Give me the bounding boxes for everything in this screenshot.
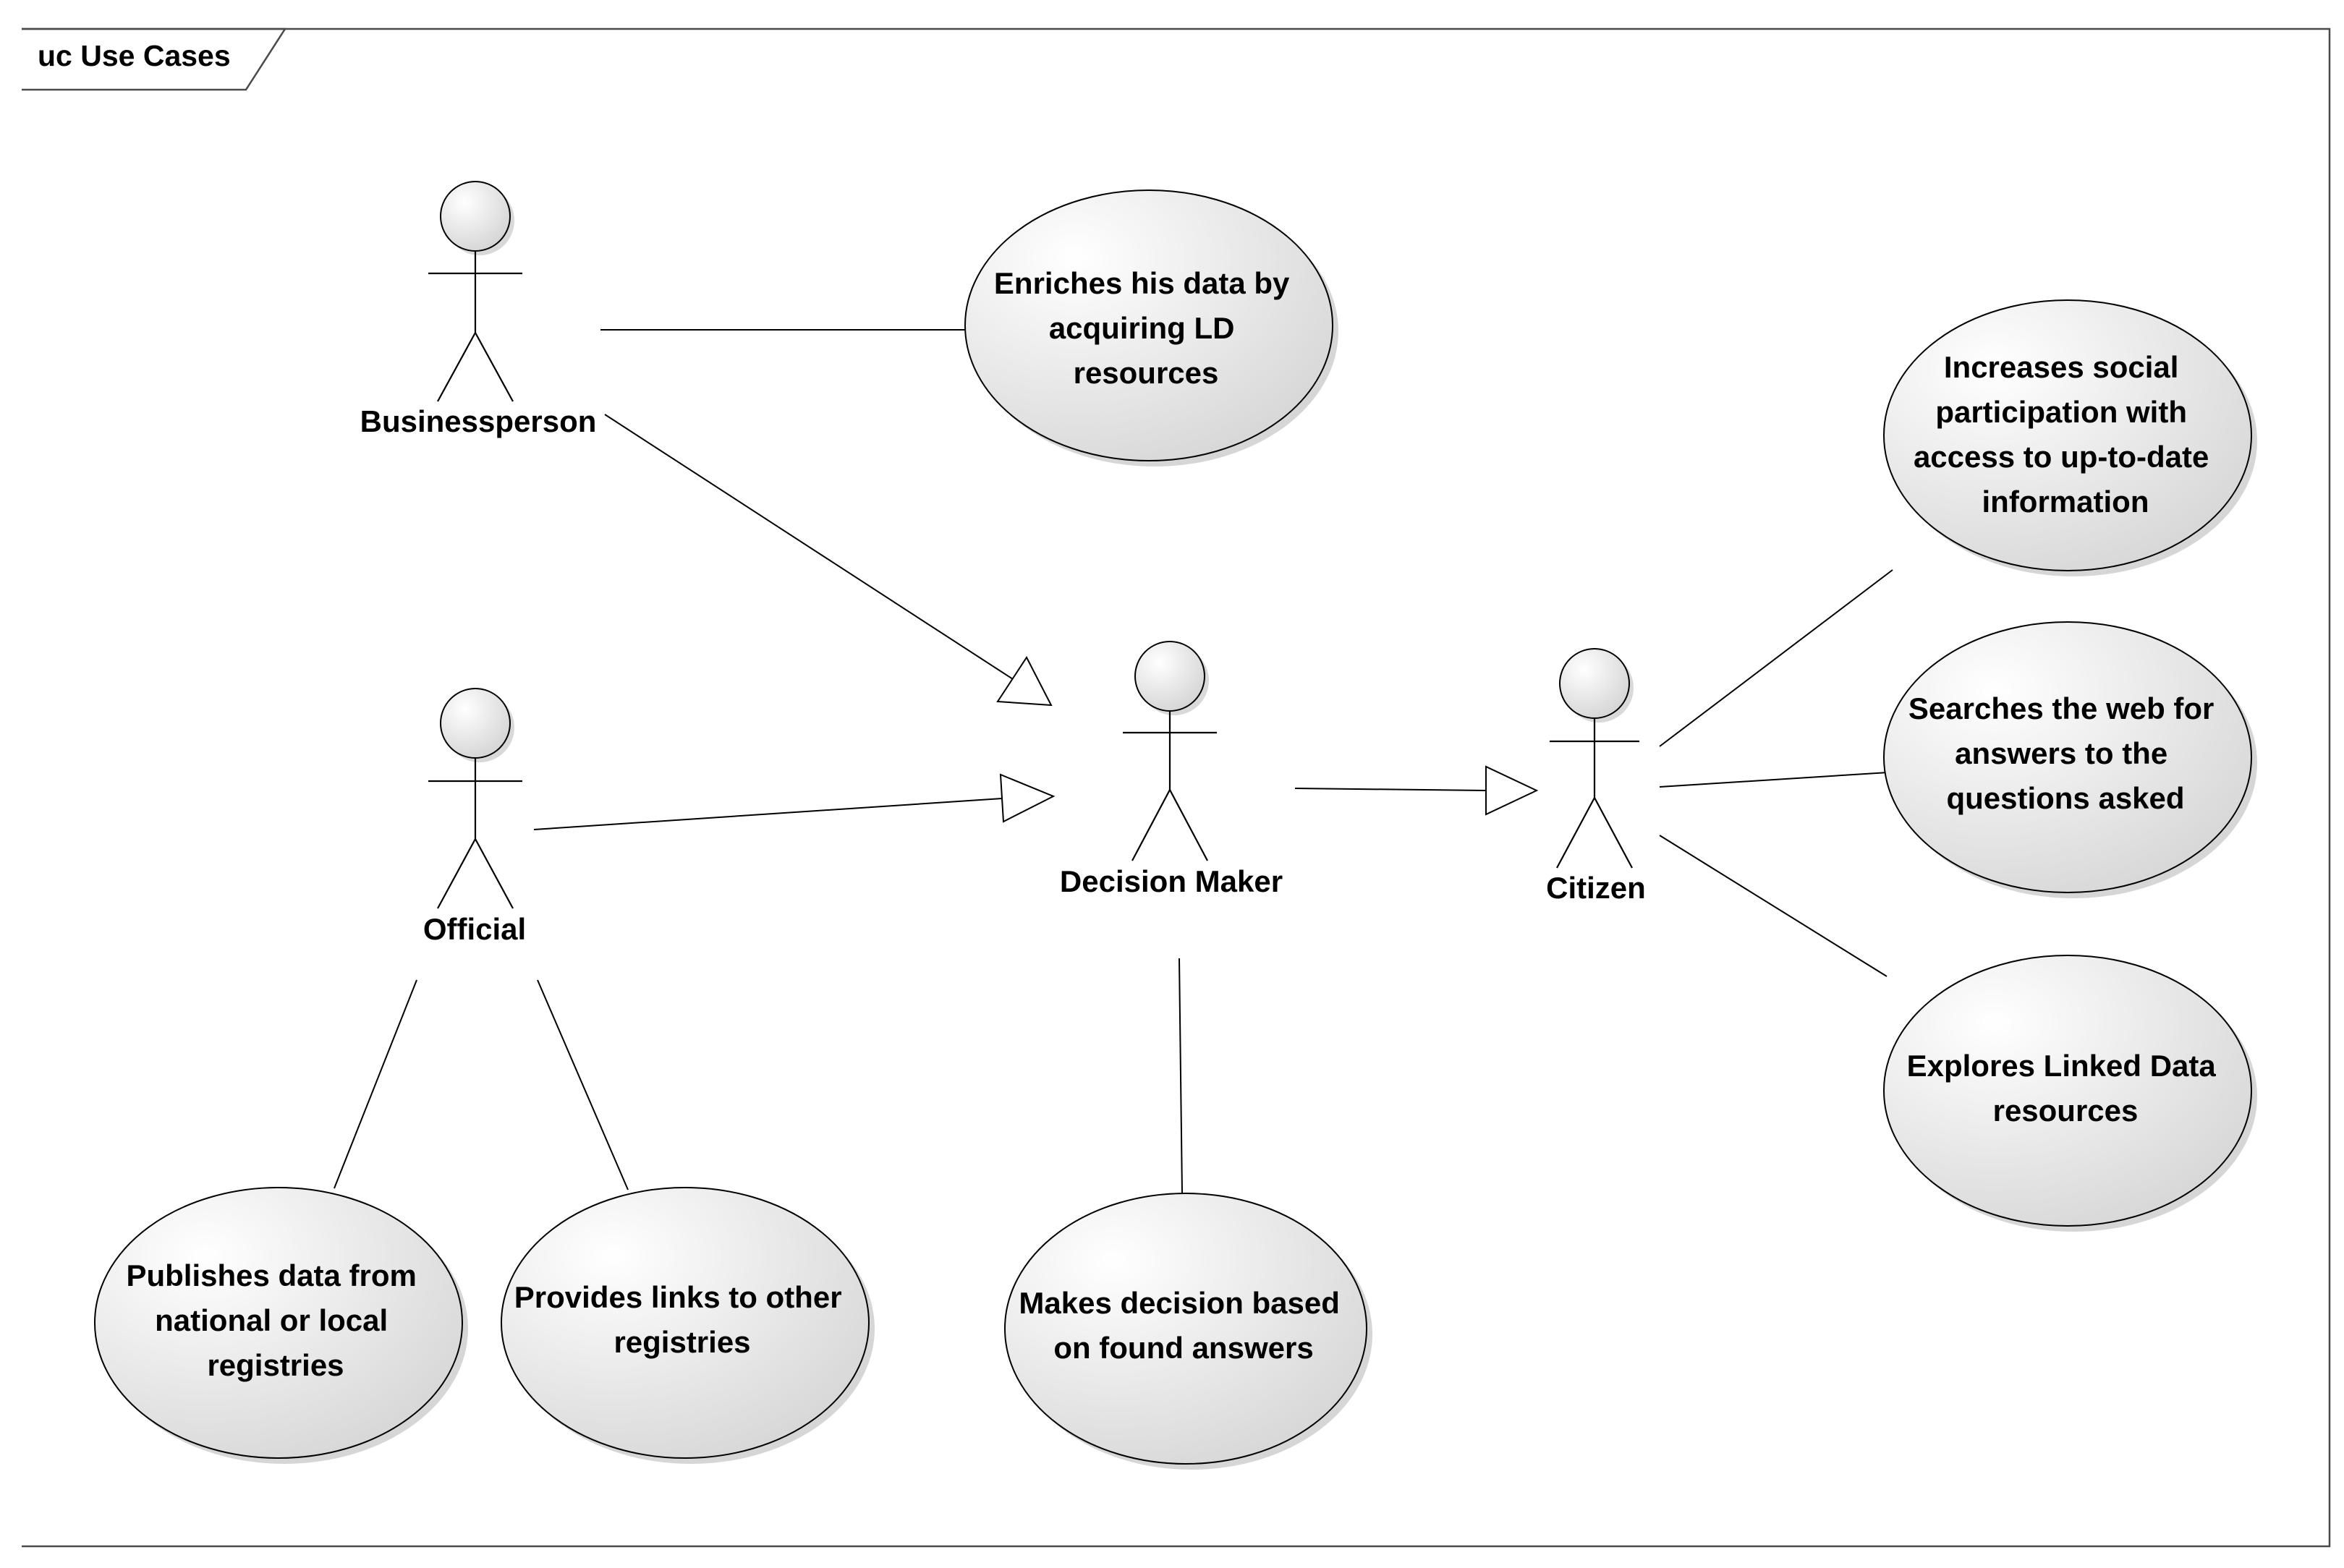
use-case-label-line: Explores Linked Data <box>1907 1049 2217 1083</box>
use-case-searches: Searches the web for answers to the ques… <box>1883 621 2257 898</box>
generalization-businessperson-decision-maker <box>604 414 1014 680</box>
association-citizen-increases <box>1659 569 1893 747</box>
use-case-label-line: registries <box>613 1325 750 1359</box>
svg-text:Searches the web for a: Searches the web for answers to the ques… <box>1908 691 2222 815</box>
use-case-explores: Explores Linked Data resources <box>1883 955 2257 1232</box>
use-case-label-line: resources <box>1074 356 1219 390</box>
actor-name: Citizen <box>1546 871 1646 905</box>
stick-figure-icon <box>428 181 522 402</box>
svg-text:Increases social parti: Increases social participation with acce… <box>1914 350 2217 519</box>
generalization-decision-maker-citizen <box>1294 788 1486 791</box>
actor-name: Official <box>423 912 526 946</box>
actor-name: Businessperson <box>360 404 597 438</box>
actor-official: Official <box>423 688 526 946</box>
svg-text:Provides links to other: Provides links to other registries <box>514 1280 850 1359</box>
svg-text:Makes decision based o: Makes decision based on found answers <box>1019 1286 1348 1365</box>
generalization-arrowhead <box>1485 765 1539 816</box>
association-official-provides <box>537 979 629 1190</box>
actor-businessperson: Businessperson <box>360 181 597 438</box>
actor-name: Decision Maker <box>1060 864 1283 898</box>
use-case-provides: Provides links to other registries <box>501 1187 875 1464</box>
svg-text:Explores Linked Data r: Explores Linked Data resources <box>1907 1049 2225 1128</box>
use-case-label-line: registries <box>207 1348 344 1382</box>
use-case-increases: Increases social participation with acce… <box>1883 299 2257 576</box>
use-case-label-line: questions asked <box>1946 781 2184 815</box>
use-case-label-line: Publishes data from <box>126 1258 416 1292</box>
use-case-label-line: Searches the web for <box>1908 691 2214 725</box>
stick-figure-icon <box>1123 641 1217 861</box>
actors: Businessperson Official <box>360 181 1646 946</box>
use-cases: Enriches his data by acquiring LD resour… <box>94 189 2257 1470</box>
use-case-makes: Makes decision based on found answers <box>1004 1193 1372 1470</box>
generalization-arrowhead <box>996 656 1053 707</box>
association-official-publishes <box>334 979 417 1189</box>
association-citizen-searches <box>1659 772 1889 788</box>
use-case-label-line: resources <box>1993 1094 2139 1128</box>
generalization-official-decision-maker <box>533 798 1003 830</box>
use-case-label-line: information <box>1982 485 2149 519</box>
svg-text:Publishes data from na: Publishes data from national or local re… <box>126 1258 425 1382</box>
use-case-label-line: national or local <box>155 1303 388 1337</box>
actor-decision-maker: Decision Maker <box>1060 641 1283 898</box>
actor-citizen: Citizen <box>1546 648 1646 905</box>
association-decision-maker-makes <box>1179 958 1183 1194</box>
generalization-arrowhead <box>999 773 1056 823</box>
use-case-label-line: acquiring LD <box>1049 311 1235 345</box>
use-case-publishes: Publishes data from national or local re… <box>94 1187 468 1464</box>
use-case-label-line: Increases social <box>1944 350 2179 384</box>
frame-label: uc Use Cases <box>38 39 231 72</box>
diagram-frame: uc Use Cases <box>22 27 2331 1548</box>
use-case-label-line: participation with <box>1935 395 2187 429</box>
relations <box>334 329 1893 1194</box>
use-case-label-line: Enriches his data by <box>994 266 1290 300</box>
use-case-label-line: access to up-to-date <box>1914 440 2209 474</box>
use-case-label-line: Makes decision based <box>1019 1286 1340 1320</box>
svg-text:Enriches his data by a: Enriches his data by acquiring LD resour… <box>994 266 1298 390</box>
use-case-label-line: on found answers <box>1053 1331 1313 1365</box>
use-case-label-line: Provides links to other <box>514 1280 842 1314</box>
use-case-label-line: answers to the <box>1955 736 2167 770</box>
stick-figure-icon <box>428 688 522 909</box>
use-case-enriches: Enriches his data by acquiring LD resour… <box>964 189 1338 466</box>
stick-figure-icon <box>1550 648 1639 869</box>
association-citizen-explores <box>1659 835 1887 977</box>
